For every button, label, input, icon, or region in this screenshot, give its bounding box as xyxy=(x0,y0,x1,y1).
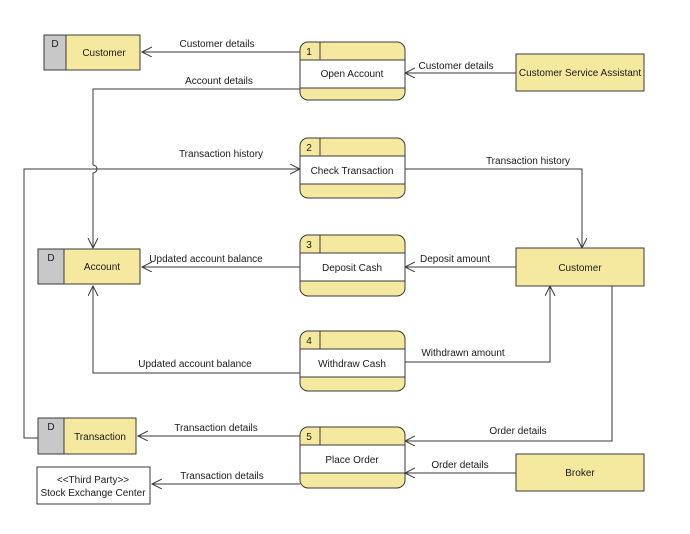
entity-label: Broker xyxy=(565,468,595,479)
flow-label: Customer details xyxy=(179,39,254,50)
flow-lines xyxy=(23,52,613,484)
flow-line-transaction-history-out[interactable] xyxy=(405,168,582,248)
store-id: D xyxy=(51,39,58,50)
third-party-label: Stock Exchange Center xyxy=(40,488,146,499)
flow-label: Deposit amount xyxy=(420,254,490,265)
flow-label: Order details xyxy=(489,426,546,437)
process-label: Place Order xyxy=(325,455,379,466)
data-store-account[interactable]: D Account xyxy=(37,248,141,285)
third-party-stereotype: <<Third Party>> xyxy=(57,475,129,486)
store-id: D xyxy=(47,253,54,264)
flow-label: Updated account balance xyxy=(149,254,263,265)
process-check-transaction[interactable]: 2 Check Transaction xyxy=(299,137,406,199)
process-label: Open Account xyxy=(321,69,384,80)
third-party-stock-exchange-center[interactable]: <<Third Party>> Stock Exchange Center xyxy=(36,466,151,505)
entity-customer-service-assistant[interactable]: Customer Service Assistant xyxy=(515,53,645,92)
flow-label: Account details xyxy=(185,76,253,87)
process-withdraw-cash[interactable]: 4 Withdraw Cash xyxy=(299,330,406,392)
flow-line-account-details[interactable] xyxy=(93,88,300,248)
flow-line-updated-balance-2[interactable] xyxy=(93,286,300,374)
store-id: D xyxy=(47,422,54,433)
process-number: 5 xyxy=(306,432,312,443)
flow-label: Updated account balance xyxy=(138,359,252,370)
flow-label: Customer details xyxy=(418,61,493,72)
flow-line-order-details-1[interactable] xyxy=(405,286,613,441)
entity-label: Customer Service Assistant xyxy=(519,68,641,79)
flow-labels: Customer details Customer details Accoun… xyxy=(138,39,570,482)
flow-label: Order details xyxy=(431,460,488,471)
flow-label: Withdrawn amount xyxy=(421,348,505,359)
process-label: Check Transaction xyxy=(311,166,394,177)
process-place-order[interactable]: 5 Place Order xyxy=(299,426,406,489)
entity-label: Customer xyxy=(558,263,602,274)
entity-customer[interactable]: Customer xyxy=(515,247,645,287)
process-number: 1 xyxy=(306,47,312,58)
process-number: 3 xyxy=(306,240,312,251)
flow-label: Transaction details xyxy=(174,423,258,434)
store-label: Transaction xyxy=(74,432,126,443)
data-store-transaction[interactable]: D Transaction xyxy=(37,417,137,455)
process-deposit-cash[interactable]: 3 Deposit Cash xyxy=(299,234,406,297)
flow-label: Transaction history xyxy=(179,149,263,160)
entity-broker[interactable]: Broker xyxy=(515,453,645,492)
flow-label: Transaction history xyxy=(486,156,570,167)
process-label: Deposit Cash xyxy=(322,263,382,274)
process-number: 2 xyxy=(306,143,312,154)
process-number: 4 xyxy=(306,336,312,347)
data-store-customer[interactable]: D Customer xyxy=(43,34,141,71)
store-label: Account xyxy=(84,262,120,273)
process-open-account[interactable]: 1 Open Account xyxy=(299,41,406,101)
flow-line-transaction-history-in[interactable] xyxy=(23,169,300,439)
store-label: Customer xyxy=(82,48,126,59)
process-label: Withdraw Cash xyxy=(318,359,386,370)
flow-label: Transaction details xyxy=(180,471,264,482)
flow-line-withdrawn-amount[interactable] xyxy=(405,286,550,363)
